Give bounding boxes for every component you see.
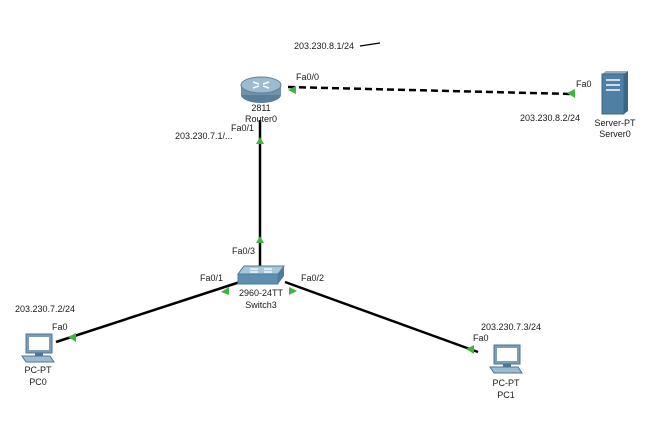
port-label-switch-fa01: Fa0/1 xyxy=(200,273,224,283)
link-up-indicator xyxy=(221,287,229,295)
port-label-router-fa00: Fa0/0 xyxy=(296,72,320,82)
pc0-name-label: PC0 xyxy=(29,377,47,387)
router0-name-label: Router0 xyxy=(244,114,278,124)
switch3-name-label: Switch3 xyxy=(245,300,277,310)
pc-icon xyxy=(489,344,523,374)
link-up-indicator xyxy=(289,287,297,295)
router0-model-label: 2811 xyxy=(251,103,271,113)
address-label-pc1: 203.230.7.3/24 xyxy=(481,322,542,332)
port-label-switch-fa02: Fa0/2 xyxy=(301,273,325,283)
link-up-indicator xyxy=(256,137,264,144)
router-icon xyxy=(240,76,282,103)
link-up-indicator xyxy=(466,345,474,354)
address-label-pc0: 203.230.7.2/24 xyxy=(15,304,76,314)
router0-device[interactable] xyxy=(238,75,284,105)
pc-icon xyxy=(21,333,55,363)
server0-name-label: Server0 xyxy=(599,129,631,139)
link-switch-pc0[interactable] xyxy=(55,280,241,344)
port-label-pc0-fa0: Fa0 xyxy=(52,322,68,332)
pc1-device[interactable] xyxy=(488,343,524,375)
pc0-model-label: PC-PT xyxy=(24,365,52,375)
server0-model-label: Server-PT xyxy=(594,118,636,128)
address-label-server: 203.230.8.2/24 xyxy=(520,113,581,123)
server0-device[interactable] xyxy=(600,70,630,116)
link-router-server[interactable] xyxy=(287,85,573,96)
link-up-indicator xyxy=(567,89,575,98)
port-label-router-fa01: Fa0/1 xyxy=(231,123,255,133)
address-label-router-fa00: 203.230.8.1/24 xyxy=(294,41,355,51)
switch3-device[interactable] xyxy=(236,264,286,286)
pc1-model-label: PC-PT xyxy=(492,378,520,388)
link-up-indicator xyxy=(288,86,296,94)
link-up-indicator xyxy=(256,236,264,243)
port-label-pc1-fa0: Fa0 xyxy=(473,333,489,343)
port-label-server-fa0: Fa0 xyxy=(576,79,592,89)
server-icon xyxy=(601,71,628,115)
switch-icon xyxy=(237,265,285,285)
link-switch-pc1[interactable] xyxy=(284,280,479,354)
address-label-router-fa01: 203.230.7.1/... xyxy=(175,131,233,141)
port-label-switch-fa03: Fa0/3 xyxy=(232,246,256,256)
link-up-indicator xyxy=(68,333,76,342)
pc1-name-label: PC1 xyxy=(497,390,515,400)
pc0-device[interactable] xyxy=(20,332,56,364)
annotation-dash xyxy=(359,42,381,47)
switch3-model-label: 2960-24TT xyxy=(238,288,284,298)
